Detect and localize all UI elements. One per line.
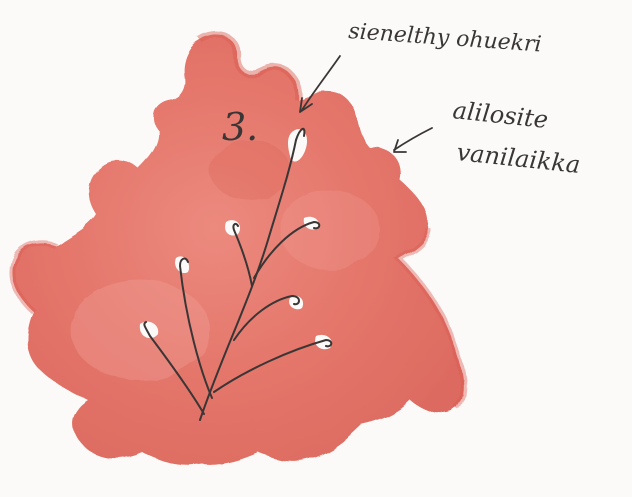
annotation-alilosite: alilosite bbox=[451, 96, 549, 134]
annotation-ohuekri: sienelthy ohuekri bbox=[348, 19, 543, 57]
specimen-number: 3. bbox=[222, 105, 258, 149]
annotation-vanilaikka: vanilaikka bbox=[455, 138, 581, 179]
arrow-to-edge bbox=[394, 128, 432, 150]
algae-thallus bbox=[12, 35, 462, 465]
